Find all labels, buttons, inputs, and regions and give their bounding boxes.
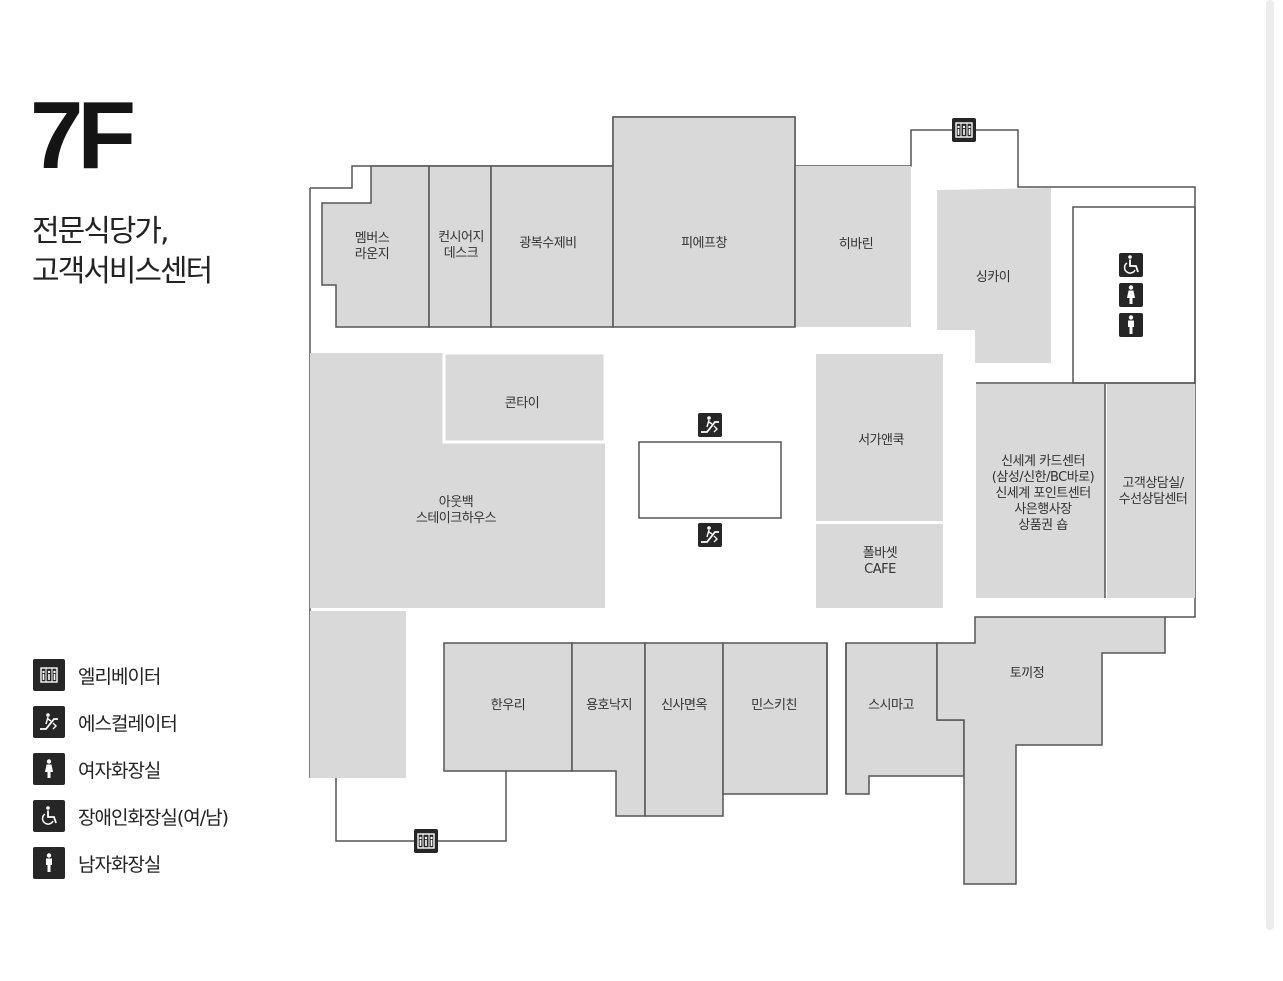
male-restroom-icon [33, 847, 65, 879]
label-yongho: 용호낙지 [586, 698, 632, 713]
room-paulbassett[interactable] [816, 524, 943, 608]
escalator-icon [697, 522, 723, 548]
room-yongho[interactable] [571, 642, 646, 817]
room-customer-center[interactable] [1107, 384, 1195, 598]
room-hibarin[interactable] [795, 166, 911, 327]
elevator-icon [951, 117, 977, 143]
room-singkai[interactable] [937, 188, 1051, 363]
floor-description-line-2: 고객서비스센터 [32, 254, 213, 289]
room-piepchang[interactable] [612, 116, 796, 328]
label-hibarin: 히바린 [839, 237, 873, 252]
label-seoga: 서가앤쿡 [858, 433, 904, 448]
escalator-icon [33, 706, 65, 738]
label-customer-center: 고객상담실/수선상담센터 [1119, 476, 1188, 507]
room-sinsa[interactable] [644, 642, 724, 817]
accessible-restroom-icon [33, 800, 65, 832]
legend-label: 에스컬레이터 [78, 712, 178, 735]
label-sinsa: 신사면옥 [661, 698, 707, 713]
label-kontai: 콘타이 [505, 396, 539, 411]
floor-description-line-1: 전문식당가, [32, 214, 170, 249]
label-minskitchen: 민스키친 [751, 698, 797, 713]
scrollbar[interactable] [1266, 0, 1274, 930]
label-hanwoori: 한우리 [491, 698, 525, 713]
legend-item-female-restroom: 여자화장실 [33, 752, 228, 786]
escalator-icon [697, 412, 723, 438]
room-tokkijeong[interactable] [936, 616, 1166, 885]
floor-label: 7F [30, 82, 136, 189]
store-rooms [310, 116, 1195, 885]
legend-label: 남자화장실 [78, 853, 161, 876]
legend-item-elevator: 엘리베이터 [33, 658, 228, 692]
label-sushimago: 스시마고 [868, 698, 914, 713]
legend-item-escalator: 에스컬레이터 [33, 705, 228, 739]
room-seoga[interactable] [816, 354, 943, 521]
legend-label: 장애인화장실(여/남) [78, 806, 229, 829]
legend-item-accessible-restroom: 장애인화장실(여/남) [33, 799, 229, 833]
room-card-center[interactable] [976, 384, 1105, 598]
room-dividers [794, 166, 1106, 794]
label-tokkijeong: 토끼정 [1010, 666, 1044, 681]
label-singkai: 싱카이 [976, 270, 1010, 285]
female-restroom-icon [33, 753, 65, 785]
escalator-void [638, 441, 782, 519]
accessible-restroom-icon [1118, 252, 1144, 278]
legend: 엘리베이터 에스컬레이터 여자화장실 장애인화장실(여/남) 남자화장실 [33, 658, 229, 893]
room-west-block [310, 611, 406, 778]
elevator-icon [413, 828, 439, 854]
room-minskitchen[interactable] [722, 642, 828, 795]
label-gwangbok: 광복수제비 [519, 236, 576, 251]
room-hanwoori[interactable] [443, 642, 573, 772]
legend-item-male-restroom: 남자화장실 [33, 846, 228, 880]
room-gwangbok[interactable] [490, 165, 614, 328]
legend-label: 여자화장실 [78, 759, 161, 782]
legend-label: 엘리베이터 [78, 665, 161, 688]
room-kontai[interactable] [442, 351, 607, 444]
elevator-icon [33, 659, 65, 691]
female-restroom-icon [1119, 283, 1143, 307]
label-piepchang: 피에프창 [681, 236, 727, 251]
male-restroom-icon [1119, 313, 1143, 337]
floor-description: 전문식당가, 고객서비스센터 [32, 212, 213, 292]
